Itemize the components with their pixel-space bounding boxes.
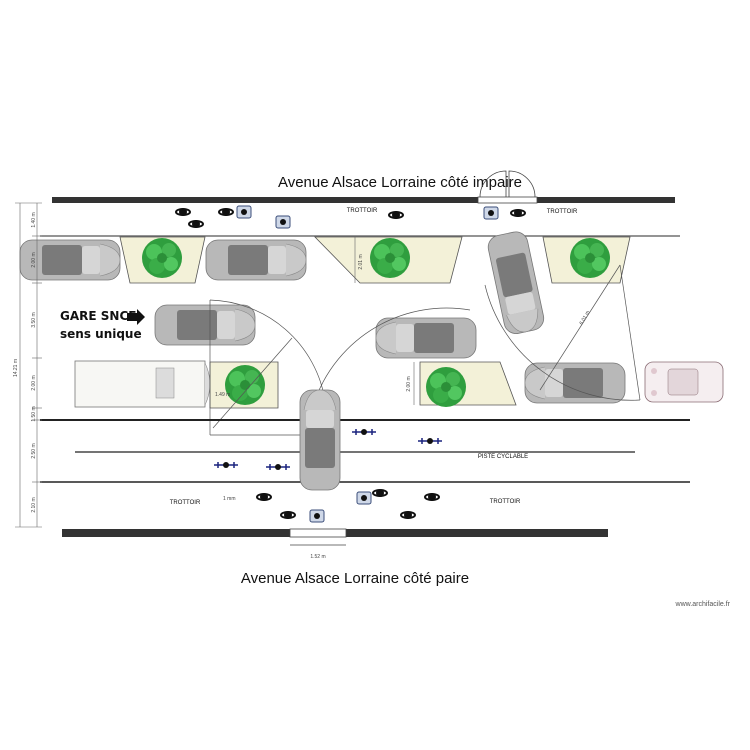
trottoir-bottom-1: TROTTOIR xyxy=(170,500,201,506)
dim-1: 1.40 m xyxy=(31,212,37,227)
door-top xyxy=(477,170,538,204)
gare-sens-unique: sens unique xyxy=(60,327,142,341)
person-6 xyxy=(256,492,272,502)
dim-6: 2.50 m xyxy=(31,443,37,458)
title-bottom: Avenue Alsace Lorraine côté paire xyxy=(241,570,469,587)
car-parked-2 xyxy=(205,239,307,281)
dim-radius-left: 1.49 m xyxy=(215,392,230,398)
person-4 xyxy=(388,210,404,220)
person-10 xyxy=(424,492,440,502)
wheelchair-3 xyxy=(483,206,499,220)
tree-1 xyxy=(142,238,182,278)
dim-small: 1 mm xyxy=(223,496,236,502)
person-7 xyxy=(280,510,296,520)
tree-2 xyxy=(370,238,410,278)
dimension-chain xyxy=(15,202,42,528)
dim-4: 2.00 m xyxy=(31,375,37,390)
car-turning xyxy=(485,229,547,337)
dim-3: 3.50 m xyxy=(31,312,37,327)
dim-2: 2.00 m xyxy=(31,252,37,267)
tree-4 xyxy=(225,365,265,405)
person-5 xyxy=(510,208,526,218)
dim-radius-right: 6.01 m xyxy=(579,310,592,326)
car-middle-right xyxy=(375,317,477,359)
wheelchair-1 xyxy=(236,205,252,219)
tree-3 xyxy=(570,238,610,278)
person-8 xyxy=(372,488,388,498)
trottoir-top-2: TROTTOIR xyxy=(547,209,578,215)
bike-2 xyxy=(417,437,443,445)
tree-5 xyxy=(426,367,466,407)
arrow-right-icon xyxy=(127,309,145,325)
car-gare xyxy=(154,304,256,346)
trottoir-bottom-2: TROTTOIR xyxy=(490,499,521,505)
door-bottom xyxy=(289,528,347,546)
bus xyxy=(74,360,211,408)
wheelchair-2 xyxy=(275,215,291,229)
dim-door: 1.52 m xyxy=(310,554,325,560)
dim-7: 2.10 m xyxy=(31,497,37,512)
person-1 xyxy=(175,207,191,217)
wall-bottom-right xyxy=(346,529,608,537)
person-9 xyxy=(400,510,416,520)
dim-tree-mid: 2.01 m xyxy=(358,254,364,269)
title-top: Avenue Alsace Lorraine côté impaire xyxy=(278,174,522,191)
wall-bottom-left xyxy=(62,529,290,537)
wheelchair-5 xyxy=(356,491,372,505)
dim-total: 14.21 m xyxy=(13,359,19,377)
bike-1 xyxy=(351,428,377,436)
bike-3 xyxy=(213,461,239,469)
dim-5: 1.50 m xyxy=(31,406,37,421)
person-3 xyxy=(218,207,234,217)
credit-link[interactable]: www.archifacile.fr xyxy=(675,601,731,608)
car-crossing xyxy=(299,389,341,491)
bike-4 xyxy=(265,463,291,471)
wall-top-right xyxy=(537,197,675,203)
gare-label: GARE SNCF xyxy=(60,309,136,323)
wall-top-left xyxy=(52,197,478,203)
jeep xyxy=(644,361,724,403)
dim-tree-right: 2.00 m xyxy=(406,376,412,391)
turning-arcs xyxy=(209,264,641,436)
car-lower-right xyxy=(524,362,626,404)
person-2 xyxy=(188,219,204,229)
wheelchair-4 xyxy=(309,509,325,523)
piste-label: PISTE CYCLABLE xyxy=(478,454,528,460)
trottoir-top-1: TROTTOIR xyxy=(347,208,378,214)
